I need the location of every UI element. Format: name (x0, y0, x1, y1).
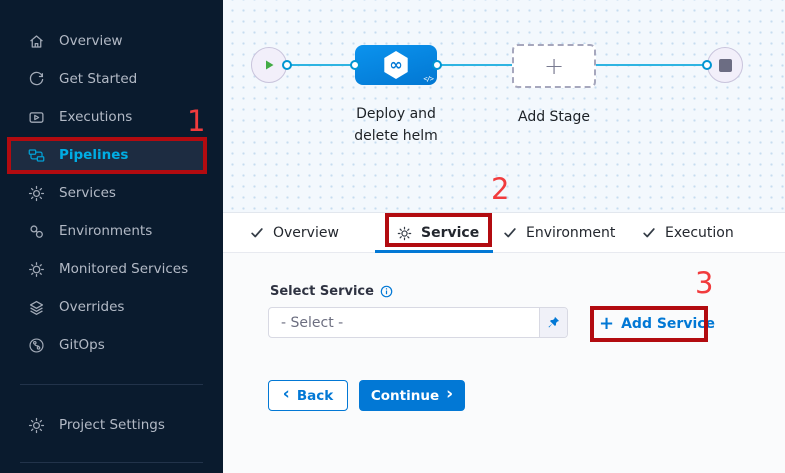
sidebar-item-label: Overview (59, 33, 123, 49)
get-started-icon (29, 71, 44, 85)
services-gear-icon (28, 185, 45, 201)
service-tab-content: Select Service - Select - + Add Service … (223, 253, 785, 473)
sidebar-divider (20, 462, 203, 463)
check-icon (251, 228, 263, 238)
check-icon (504, 228, 516, 238)
stage-tabbar: Overview Service Environment Execution (223, 213, 785, 253)
sidebar-item-services[interactable]: Services (11, 175, 207, 211)
pipeline-start-node[interactable] (251, 47, 287, 83)
tab-overview[interactable]: Overview (250, 213, 339, 253)
sidebar-item-label: Pipelines (59, 147, 129, 163)
sidebar-item-label: Monitored Services (59, 261, 189, 277)
pipeline-end-node[interactable] (707, 47, 743, 83)
gear-icon (397, 226, 412, 240)
sidebar-item-environments[interactable]: Environments (11, 213, 207, 249)
connector-dot (350, 60, 360, 70)
main-area: ∞ </> + Deploy and delete helm Add Stage (223, 0, 785, 473)
executions-icon (29, 111, 44, 123)
sidebar: Overview Get Started Executions Pipeline… (0, 0, 223, 473)
continue-button[interactable]: Continue › (359, 380, 465, 411)
stage-label: Deploy and delete helm (354, 106, 438, 144)
sidebar-item-gitops[interactable]: GitOps (11, 327, 207, 363)
check-icon (643, 228, 655, 238)
select-service-label: Select Service (270, 284, 393, 299)
sidebar-item-project-settings[interactable]: Project Settings (11, 407, 207, 443)
tab-environment[interactable]: Environment (503, 213, 615, 253)
sidebar-item-overview[interactable]: Overview (11, 23, 207, 59)
pipelines-icon (28, 148, 45, 162)
connector-dot (282, 60, 292, 70)
tab-execution[interactable]: Execution (642, 213, 734, 253)
tab-service[interactable]: Service (397, 213, 479, 253)
chevron-left-icon: ‹ (282, 384, 290, 404)
sidebar-item-label: Project Settings (59, 417, 165, 433)
pipeline-canvas: ∞ </> + Deploy and delete helm Add Stage (223, 0, 785, 213)
add-stage-label: Add Stage (517, 109, 590, 125)
back-button[interactable]: ‹ Back (268, 380, 348, 411)
play-icon (266, 60, 274, 70)
pin-icon (548, 316, 560, 328)
info-icon[interactable] (380, 285, 393, 298)
environments-icon (30, 224, 43, 238)
sidebar-item-label: Get Started (59, 71, 138, 87)
gear-icon (28, 417, 45, 433)
sidebar-item-label: Overrides (59, 299, 125, 315)
monitored-services-icon (29, 261, 44, 277)
select-service-dropdown[interactable]: - Select - (268, 307, 568, 338)
stage-node-deploy[interactable]: ∞ </> (355, 45, 437, 85)
sidebar-item-label: GitOps (59, 337, 105, 353)
sidebar-item-overrides[interactable]: Overrides (11, 289, 207, 325)
sidebar-item-executions[interactable]: Executions (11, 99, 207, 135)
stop-icon (718, 58, 732, 72)
add-stage-button[interactable]: + (512, 44, 596, 88)
plus-icon: + (543, 52, 565, 80)
active-tab-underline (375, 250, 493, 253)
sidebar-item-get-started[interactable]: Get Started (11, 61, 207, 97)
home-icon (30, 34, 43, 48)
sidebar-item-label: Services (59, 185, 116, 201)
connector-dot (702, 60, 712, 70)
plus-icon: + (599, 313, 615, 334)
sidebar-item-pipelines[interactable]: Pipelines (11, 137, 207, 173)
pipeline-connector-line (269, 64, 725, 66)
sidebar-divider (20, 384, 203, 385)
sidebar-item-label: Environments (59, 223, 153, 239)
connector-dot (432, 60, 442, 70)
code-icon: </> (423, 75, 434, 83)
chevron-right-icon: › (446, 384, 454, 404)
sidebar-item-label: Executions (59, 109, 133, 125)
gitops-icon (29, 337, 44, 353)
overrides-layers-icon (29, 300, 44, 315)
sidebar-item-monitored-services[interactable]: Monitored Services (11, 251, 207, 287)
dropdown-placeholder[interactable]: - Select - (281, 314, 344, 331)
add-service-button[interactable]: + Add Service (599, 313, 716, 334)
infinity-icon: ∞ (384, 51, 408, 79)
pin-button[interactable] (539, 308, 567, 337)
